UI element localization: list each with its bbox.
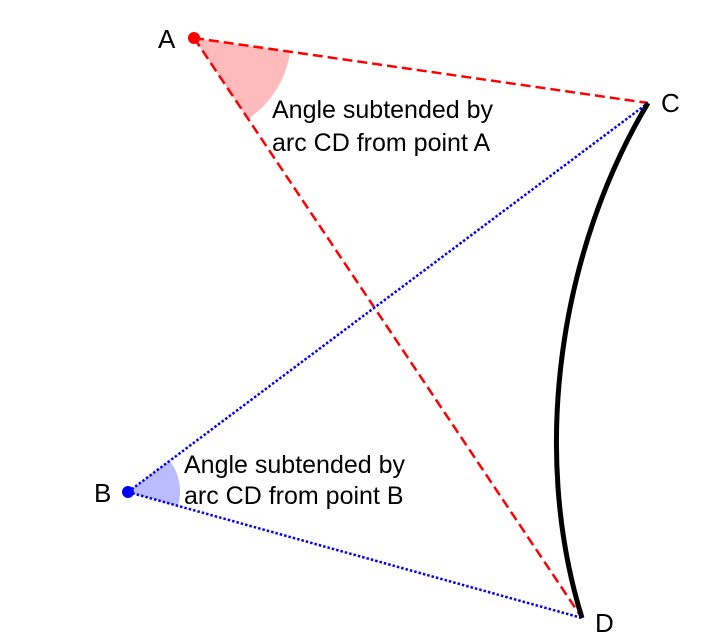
arc-cd (553, 101, 651, 619)
angle-b-wedge (128, 461, 181, 506)
point-a (188, 32, 200, 44)
line-b-c (127, 101, 649, 494)
label-b: B (94, 478, 111, 508)
label-a: A (158, 24, 176, 54)
point-b (122, 486, 134, 498)
angle-b-caption-line1: Angle subtended by (184, 451, 406, 479)
line-a-d (192, 37, 584, 619)
line-a-c (193, 36, 649, 105)
angle-b-caption-line2: arc CD from point B (184, 482, 404, 510)
angle-a-caption-line2: arc CD from point A (272, 129, 490, 157)
label-d: D (595, 608, 614, 637)
label-c: C (661, 88, 680, 118)
line-b-d (127, 490, 583, 620)
angle-a-caption-line1: Angle subtended by (272, 96, 494, 124)
angle-a-wedge (194, 38, 290, 119)
